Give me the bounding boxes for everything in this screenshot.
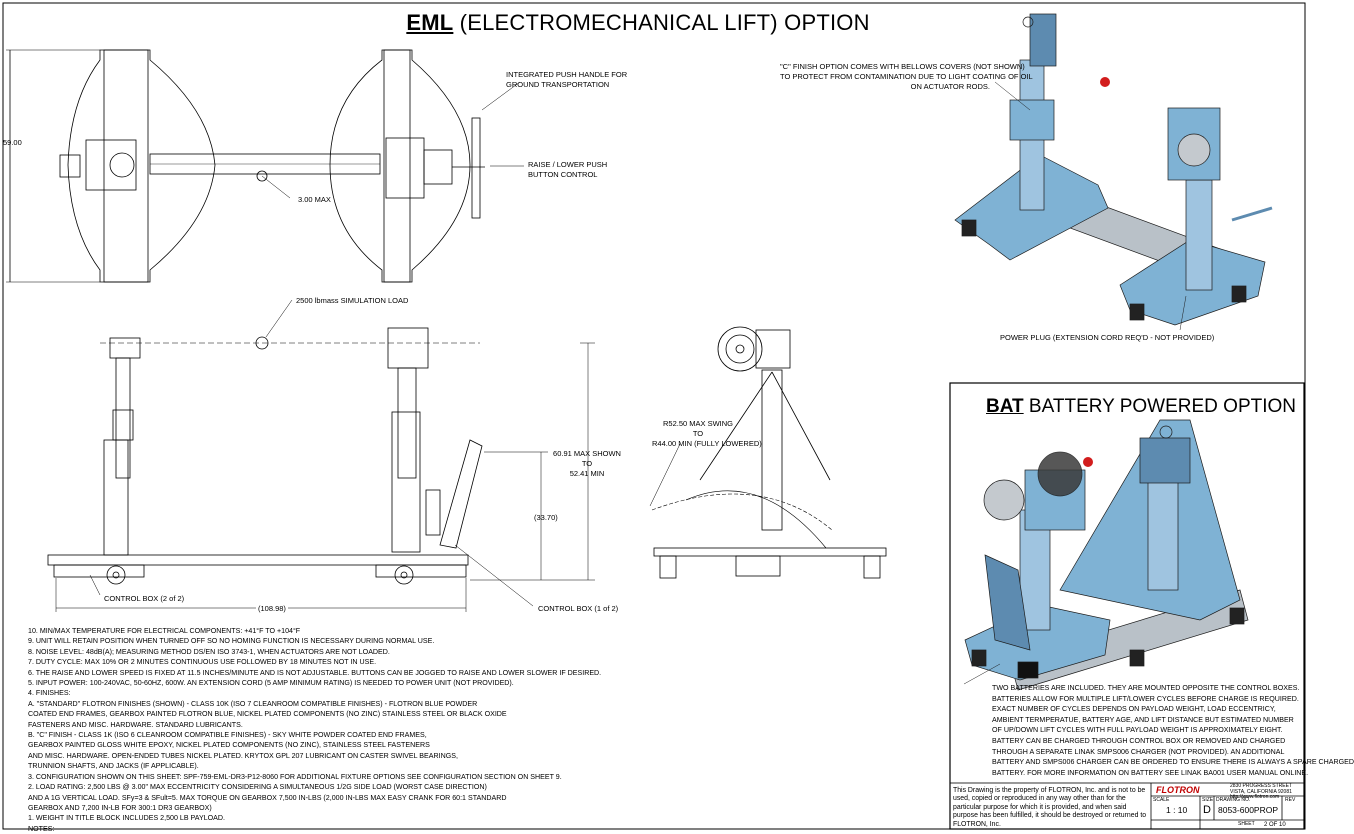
title-block xyxy=(949,782,1305,830)
note-line: 1. WEIGHT IN TITLE BLOCK INCLUDES 2,500 … xyxy=(28,814,225,823)
note-line: 6. THE RAISE AND LOWER SPEED IS FIXED AT… xyxy=(28,668,602,677)
note-line: 4. FINISHES: xyxy=(28,689,71,698)
bat-note-line: BATTERY. FOR MORE INFORMATION ON BATTERY… xyxy=(992,768,1309,777)
callout-line: "C" FINISH OPTION COMES WITH BELLOWS COV… xyxy=(780,62,1025,71)
drawing-title: EML (ELECTROMECHANICAL LIFT) OPTION xyxy=(0,10,1276,36)
note-line: AND MISC. HARDWARE. OPEN-ENDED TUBES NIC… xyxy=(28,751,458,760)
proprietary-notice: This Drawing is the property of FLOTRON,… xyxy=(953,787,1147,828)
bat-note-line: EXACT NUMBER OF CYCLES DEPENDS ON PAYLOA… xyxy=(992,705,1276,714)
drawing-no-value: 8053-600PROP xyxy=(1218,805,1279,815)
control-box-2-callout: CONTROL BOX (2 of 2) xyxy=(104,594,185,603)
rev-label: REV xyxy=(1285,797,1296,803)
title-acronym: EML xyxy=(406,10,454,35)
bat-note-line: OF UP/DOWN LIFT CYCLES WITH FULL PAYLOAD… xyxy=(992,726,1283,735)
callout-line: ON ACTUATOR RODS. xyxy=(910,82,990,91)
note-line: 7. DUTY CYCLE: MAX 10% OR 2 MINUTES CONT… xyxy=(28,658,377,667)
bat-note-line: BATTERY AND SMPS006 CHARGER CAN BE ORDER… xyxy=(992,758,1354,767)
company-logo: FLOTRON xyxy=(1156,785,1200,795)
side-view xyxy=(47,299,595,612)
callout-line: INTEGRATED PUSH HANDLE FOR xyxy=(506,70,628,79)
bat-title: BAT BATTERY POWERED OPTION xyxy=(986,396,1296,418)
drawing-no-label: DRAWING NO. xyxy=(1216,797,1251,803)
sim-load-callout: 2500 lbmass SIMULATION LOAD xyxy=(296,296,409,305)
eml-render xyxy=(954,13,1273,331)
note-line: 9. UNIT WILL RETAIN POSITION WHEN TURNED… xyxy=(28,637,435,646)
bat-note-line: BATTERIES ALLOW FOR MULTIPLE LIFT/LOWER … xyxy=(992,694,1299,703)
callout-line: TO PROTECT FROM CONTAMINATION DUE TO LIG… xyxy=(780,72,1033,81)
title-rest: (ELECTROMECHANICAL LIFT) OPTION xyxy=(453,10,870,35)
scale-value: 1 : 10 xyxy=(1166,805,1188,815)
top-view xyxy=(6,49,524,283)
note-line: AND A 1G VERTICAL LOAD. SFy=3 & SFult=5.… xyxy=(28,793,507,802)
note-line: COATED END FRAMES, GEARBOX PAINTED FLOTR… xyxy=(28,710,507,719)
address-line: VISTA, CALIFORNIA 92081 xyxy=(1230,788,1292,795)
callout-line: RAISE / LOWER PUSH xyxy=(528,160,608,169)
address-line: 2830 PROGRESS STREET xyxy=(1230,783,1292,789)
note-line: TRUNNION SHAFTS, AND JACKS (IF APPLICABL… xyxy=(28,762,199,771)
callout-line: GROUND TRANSPORTATION xyxy=(506,80,610,89)
bat-notes: TWO BATTERIES ARE INCLUDED. THEY ARE MOU… xyxy=(992,683,1354,778)
note-line: FASTENERS AND MISC. HARDWARE. STANDARD L… xyxy=(28,720,243,729)
power-plug-callout: POWER PLUG (EXTENSION CORD REQ'D - NOT P… xyxy=(1000,333,1215,342)
bat-note-line: AMBIENT TERMPERATUE, BATTERY AGE, AND LI… xyxy=(992,715,1294,724)
dim-59: 59.00 xyxy=(3,138,22,147)
bat-note-line: TWO BATTERIES ARE INCLUDED. THEY ARE MOU… xyxy=(992,684,1300,692)
dim-108: (108.98) xyxy=(256,604,288,613)
callout-line: BUTTON CONTROL xyxy=(528,170,598,179)
note-line: B. "C" FINISH - CLASS 1K (ISO 6 CLEANROO… xyxy=(28,731,427,740)
control-box-1-callout: CONTROL BOX (1 of 2) xyxy=(538,604,619,613)
size-label: SIZE xyxy=(1202,797,1214,803)
note-line: 3. CONFIGURATION SHOWN ON THIS SHEET: SP… xyxy=(28,772,562,781)
size-value: D xyxy=(1203,804,1211,816)
drawing-canvas xyxy=(2,2,1306,830)
dim-line: 52.41 MIN xyxy=(569,469,605,478)
scale-label: SCALE xyxy=(1153,797,1170,803)
note-line: 5. INPUT POWER: 100-240VAC, 50-60HZ, 600… xyxy=(28,679,514,688)
bat-note-line: THROUGH A SEPARATE LINAK SMPS006 CHARGER… xyxy=(992,747,1285,756)
push-handle-callout: INTEGRATED PUSH HANDLE FOR GROUND TRANSP… xyxy=(506,70,627,90)
note-line: 10. MIN/MAX TEMPERATURE FOR ELECTRICAL C… xyxy=(28,627,301,635)
note-line: NOTES: xyxy=(28,824,55,833)
raise-lower-callout: RAISE / LOWER PUSH BUTTON CONTROL xyxy=(528,160,607,180)
max-3-dim: 3.00 MAX xyxy=(298,195,331,204)
callout-line: R52.50 MAX SWING xyxy=(662,419,734,428)
swing-callout: R52.50 MAX SWING TO R44.00 MIN (FULLY LO… xyxy=(652,419,762,449)
dim-33: (33.70) xyxy=(534,513,558,522)
bat-render xyxy=(963,419,1249,691)
note-line: GEARBOX AND 7,200 IN-LB FOR 300:1 DR3 GE… xyxy=(28,803,212,812)
end-view xyxy=(649,326,887,579)
bellows-callout: "C" FINISH OPTION COMES WITH BELLOWS COV… xyxy=(780,62,1033,92)
sheet-border xyxy=(2,2,1306,830)
dim-line: TO xyxy=(581,459,593,468)
dim-line: 60.91 MAX SHOWN xyxy=(553,449,621,458)
address-line: http://www.flotron.com xyxy=(1230,794,1280,801)
note-line: GEARBOX PAINTED GLOSS WHITE EPOXY, NICKE… xyxy=(28,741,430,750)
callout-line: R44.00 MIN (FULLY LOWERED) xyxy=(652,439,762,448)
bat-title-rest: BATTERY POWERED OPTION xyxy=(1023,396,1297,417)
bat-title-acronym: BAT xyxy=(986,396,1024,417)
callout-line: TO xyxy=(692,429,704,438)
bat-note-line: BATTERY CAN BE CHARGED THROUGH CONTROL B… xyxy=(992,736,1286,745)
general-notes: 10. MIN/MAX TEMPERATURE FOR ELECTRICAL C… xyxy=(28,626,602,834)
sheet-label: SHEET xyxy=(1238,821,1255,827)
dim-max-shown: 60.91 MAX SHOWN TO 52.41 MIN xyxy=(552,449,622,479)
sheet-value: 2 OF 10 xyxy=(1264,822,1286,828)
company-address: 2830 PROGRESS STREET VISTA, CALIFORNIA 9… xyxy=(1230,783,1292,801)
note-line: A. "STANDARD" FLOTRON FINISHES (SHOWN) -… xyxy=(28,699,478,708)
note-line: 8. NOISE LEVEL: 48dB(A); MEASURING METHO… xyxy=(28,647,390,656)
note-line: 2. LOAD RATING: 2,500 LBS @ 3.00" MAX EC… xyxy=(28,783,487,792)
